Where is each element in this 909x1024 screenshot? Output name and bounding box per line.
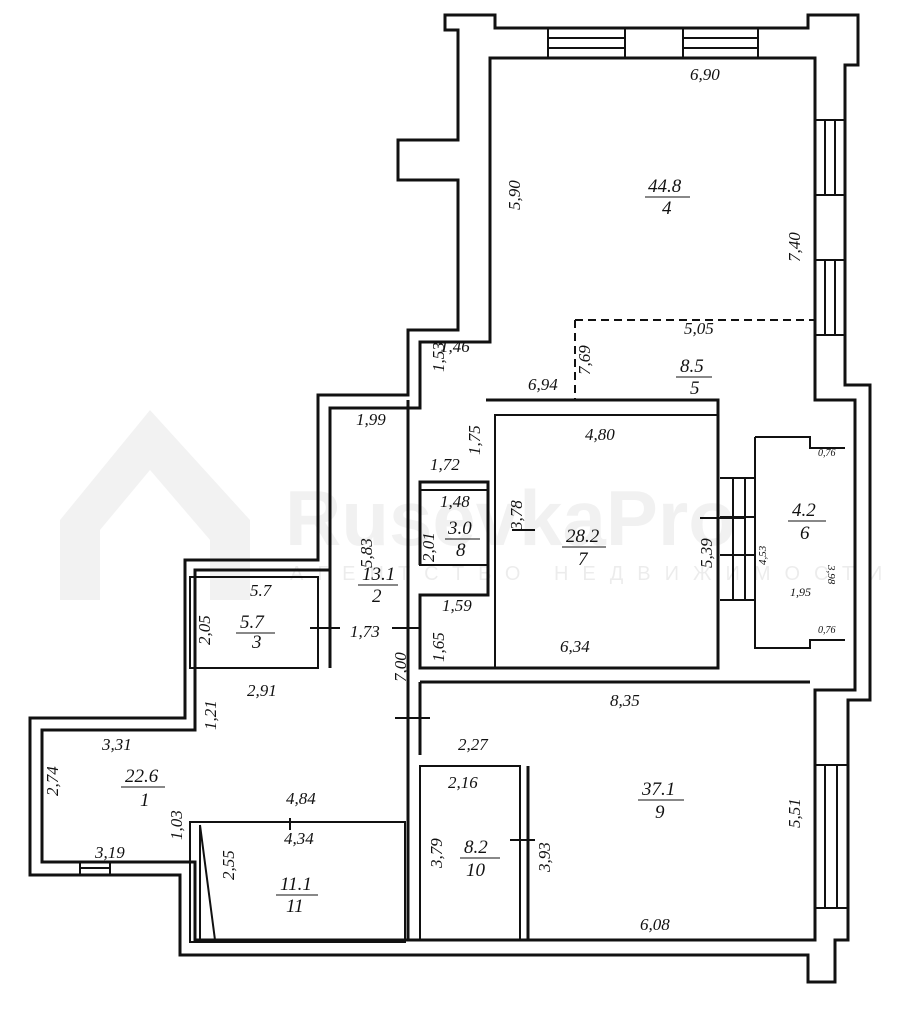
room-area: 22.6	[125, 766, 159, 787]
dimension-label: 3,31	[101, 735, 132, 754]
dimension-label: 1,99	[356, 410, 386, 429]
dimension-label: 5,90	[505, 180, 524, 210]
room-area: 5.7	[240, 612, 265, 633]
room-6: 4.26	[788, 500, 826, 544]
dimension-label: 6,90	[690, 65, 720, 84]
dimension-label: 6,34	[560, 637, 590, 656]
dimension-labels: 6,90 5,90 7,40 5,05 7,69 6,94 1,46 1,53 …	[43, 65, 837, 934]
dimension-label: 1,59	[442, 596, 472, 615]
room-3: 5.73	[236, 612, 275, 653]
room-number: 9	[655, 802, 665, 823]
dimension-label: 1,65	[429, 632, 448, 662]
dimension-label: 1,75	[465, 425, 484, 455]
room-area: 8.5	[680, 356, 704, 377]
dimension-label: 7,40	[785, 232, 804, 262]
room-5: 8.55	[676, 356, 712, 399]
dimension-label: 3,79	[427, 838, 446, 869]
watermark-logo: RusevkaPro АГЕНТСТВО НЕДВИЖИМОСТИ	[60, 410, 896, 600]
dimension-label: 1,53	[429, 342, 448, 372]
room-number: 3	[251, 632, 262, 653]
dimension-label: 5,39	[697, 538, 716, 568]
room-area: 3.0	[447, 518, 472, 539]
room-number: 1	[140, 790, 150, 811]
dimension-label: 1,48	[440, 492, 470, 511]
room-number: 8	[456, 540, 466, 561]
room-number: 11	[286, 896, 304, 917]
room-9: 37.19	[638, 779, 684, 823]
dimension-label: 8,35	[610, 691, 640, 710]
dimension-label: 5,05	[684, 319, 714, 338]
room-area: 4.2	[792, 500, 816, 521]
dimension-label: 7,00	[391, 652, 410, 682]
dimension-label: 1,72	[430, 455, 460, 474]
dimension-label: 2,55	[219, 850, 238, 880]
outer-walls	[28, 13, 872, 984]
room-area: 13.1	[362, 564, 395, 585]
room-number: 5	[690, 378, 700, 399]
dimension-label: 3,98	[825, 564, 837, 585]
watermark-tagline: АГЕНТСТВО НЕДВИЖИМОСТИ	[290, 563, 896, 585]
dimension-label: 2,91	[247, 681, 277, 700]
dimension-label: 1,21	[201, 700, 220, 730]
dimension-label: 2,74	[43, 766, 62, 796]
dimension-label: 3,93	[535, 842, 554, 873]
dimension-label: 4,53	[757, 545, 769, 565]
room-area: 44.8	[648, 176, 682, 197]
room-8: 3.08	[445, 518, 480, 561]
watermark-brand: RusevkaPro	[285, 474, 736, 562]
dimension-label: 5,51	[785, 798, 804, 828]
room-number: 2	[372, 586, 382, 607]
dimension-label: 4,84	[286, 789, 316, 808]
dimension-label: 7,69	[575, 345, 594, 375]
room-10: 8.210	[460, 837, 500, 881]
dimension-label: 5.7	[250, 581, 273, 600]
dimension-label: 1,03	[167, 810, 186, 840]
dimension-label: 2,05	[195, 615, 214, 645]
dimension-label: 3,78	[507, 500, 526, 531]
dimension-label: 5,83	[357, 538, 376, 568]
dimension-label: 3,19	[94, 843, 125, 862]
dimension-label: 1,46	[440, 337, 470, 356]
dimension-label: 6,08	[640, 915, 670, 934]
dimension-label: 2,27	[458, 735, 489, 754]
dimension-label: 2,01	[419, 532, 438, 562]
room-area: 28.2	[566, 526, 600, 547]
dimension-label: 1,73	[350, 622, 380, 641]
room-1: 22.61	[121, 766, 165, 811]
dimension-label: 1,95	[790, 585, 811, 599]
dimension-label: 4,80	[585, 425, 615, 444]
room-labels: 44.84 8.55 28.27 3.08 4.26 13.12 5.73 37…	[121, 176, 826, 917]
room-number: 6	[800, 523, 810, 544]
room-area: 11.1	[280, 874, 312, 895]
room-11: 11.111	[276, 874, 318, 917]
room-number: 10	[466, 860, 486, 881]
dimension-label: 0,76	[818, 448, 836, 459]
room-area: 8.2	[464, 837, 488, 858]
dimension-label: 4,34	[284, 829, 314, 848]
room-number: 7	[578, 549, 589, 570]
room-7: 28.27	[562, 526, 606, 570]
room-number: 4	[662, 198, 672, 219]
dimension-label: 2,16	[448, 773, 478, 792]
room-4: 44.84	[645, 176, 690, 219]
dimension-label: 6,94	[528, 375, 558, 394]
interior-walls	[189, 319, 845, 943]
dimension-label: 0,76	[818, 625, 836, 636]
room-area: 37.1	[641, 779, 675, 800]
room-2: 13.12	[358, 564, 398, 607]
